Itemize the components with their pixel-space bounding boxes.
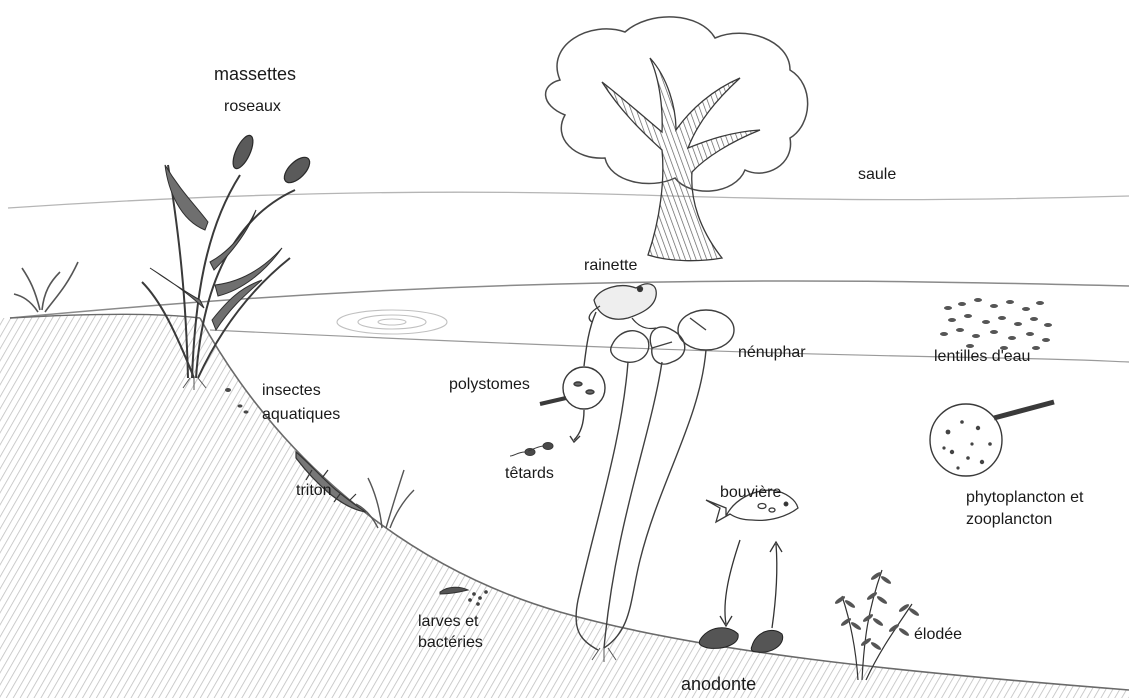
label-roseaux: roseaux: [224, 96, 281, 117]
label-phytoplancton: phytoplancton et: [966, 487, 1083, 508]
mussels: [699, 628, 782, 653]
label-tetards: têtards: [505, 463, 554, 484]
label-aquatiques: aquatiques: [262, 404, 340, 425]
label-insectes: insectes: [262, 380, 321, 401]
water-lily: [576, 310, 734, 650]
cycle-arrows: [720, 540, 782, 628]
label-massettes: massettes: [214, 64, 296, 85]
label-saule: saule: [858, 164, 896, 185]
label-nenuphar: nénuphar: [738, 342, 806, 363]
label-triton: triton: [296, 480, 332, 501]
plankton-magnifier: [930, 402, 1054, 476]
grass-tuft-left: [14, 262, 78, 312]
label-zooplancton: zooplancton: [966, 509, 1052, 530]
label-elodee: élodée: [914, 624, 962, 645]
cattail-heads: [229, 133, 314, 187]
polystome-magnifier: [540, 312, 605, 442]
reed-leaves: [150, 165, 282, 330]
willow-trunk: [602, 58, 760, 261]
label-rainette: rainette: [584, 255, 637, 276]
tree-frog: [589, 284, 656, 329]
label-bouviere: bouvière: [720, 482, 781, 503]
label-larves: larves et: [418, 611, 478, 632]
label-polystomes: polystomes: [449, 374, 530, 395]
plankton-dots: [942, 420, 991, 469]
duckweed: [940, 298, 1052, 350]
label-lentilles: lentilles d'eau: [934, 346, 1030, 367]
label-anodonte: anodonte: [681, 674, 756, 695]
water-ripples: [337, 310, 447, 334]
label-bacteries: bactéries: [418, 632, 483, 653]
tadpoles: [510, 443, 553, 457]
